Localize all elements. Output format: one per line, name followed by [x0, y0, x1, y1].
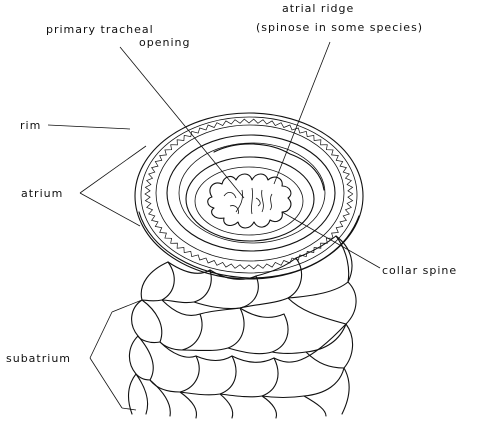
leader-subatrium-upper: [90, 312, 112, 358]
subatrium-cell: [182, 308, 244, 351]
atrial-ridge-ring-mid: [179, 143, 325, 243]
collar-ring: [195, 167, 303, 235]
subatrium-cell: [138, 300, 162, 343]
label-collar-spine: collar spine: [382, 264, 457, 277]
subatrium-cell: [220, 394, 233, 418]
subatrium-left-wall: [129, 262, 168, 414]
atrial-ridge-ring-inner: [186, 157, 314, 241]
subatrium-cell: [220, 356, 278, 397]
leader-atrial-ridge: [274, 42, 330, 184]
tracheal-opening-folds: [224, 188, 272, 214]
subatrium-cell: [180, 392, 196, 418]
primary-tracheal-opening: [208, 174, 291, 228]
leader-subatrium-lower: [90, 358, 122, 408]
atrial-ridge-ring-outer: [167, 135, 335, 251]
atrium-zigzag-band: [145, 119, 353, 269]
zigzag-line: [145, 119, 353, 269]
label-primary-tracheal-line2: opening: [139, 36, 190, 49]
label-atrial-ridge-line1: atrial ridge: [282, 2, 354, 15]
label-subatrium: subatrium: [6, 352, 71, 365]
subatrium-cell: [150, 380, 170, 416]
subatrium-cell: [162, 262, 211, 303]
label-atrium: atrium: [21, 187, 63, 200]
leader-subatrium-lower-tip: [122, 408, 136, 410]
subatrium-cell: [304, 396, 326, 416]
leader-lines: [48, 42, 380, 410]
subatrium-cell: [228, 308, 288, 354]
label-rim: rim: [20, 119, 41, 132]
atrium: [135, 113, 363, 279]
tracheal-opening-outline: [208, 174, 291, 228]
atrial-ridge-fold: [214, 144, 324, 190]
subatrium-cell: [160, 300, 202, 350]
subatrium-cells: [129, 236, 357, 418]
leader-rim: [48, 125, 130, 129]
rim-outer: [135, 113, 363, 279]
leader-subatrium-upper-tip: [112, 300, 142, 312]
subatrium-cell: [262, 396, 276, 418]
label-primary-tracheal-line1: primary tracheal: [46, 23, 154, 36]
label-atrial-ridge-line2: (spinose in some species): [256, 21, 423, 34]
leader-atrium-lower: [80, 193, 140, 226]
atrial-ridge: [167, 135, 335, 251]
